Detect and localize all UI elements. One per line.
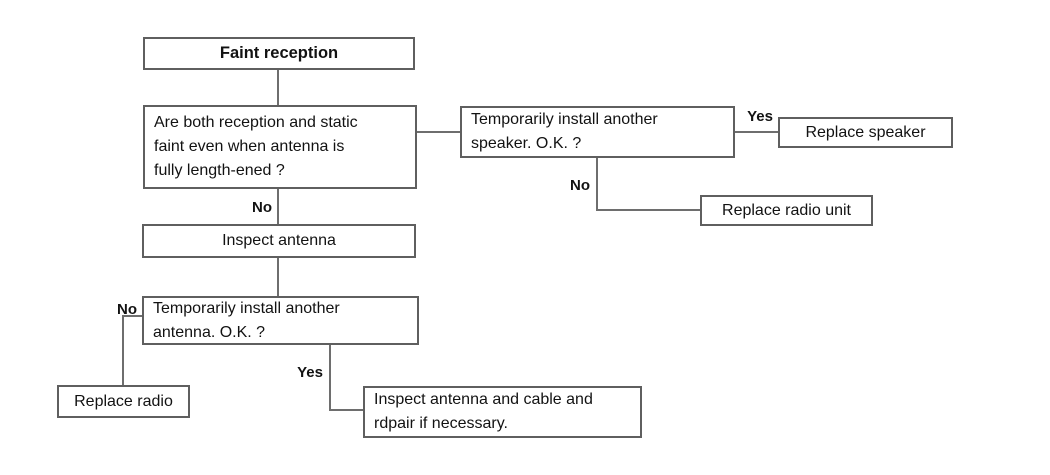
connector-question-to-speaker-test (417, 131, 460, 133)
node-faint-reception: Faint reception (143, 37, 415, 70)
node-inspect-antenna-cable: Inspect antenna and cable and rdpair if … (363, 386, 642, 438)
connector-inspect-to-antenna-test (277, 258, 279, 296)
connector-no-to-replace-radio-unit (596, 209, 700, 211)
node-replace-speaker: Replace speaker (778, 117, 953, 148)
node-question-reception-static: Are both reception and static faint even… (143, 105, 417, 189)
node-replace-radio-unit: Replace radio unit (700, 195, 873, 226)
node-temp-install-antenna: Temporarily install another antenna. O.K… (142, 296, 419, 345)
edge-label-antenna-yes: Yes (297, 364, 323, 381)
connector-antenna-no-stub (123, 315, 142, 317)
edge-label-reception-no: No (252, 199, 272, 216)
node-replace-radio: Replace radio (57, 385, 190, 418)
connector-yes-to-inspect-cable (329, 409, 363, 411)
edge-label-antenna-no: No (117, 301, 137, 318)
node-temp-install-speaker: Temporarily install another speaker. O.K… (460, 106, 735, 158)
connector-speaker-no-vertical (596, 158, 598, 211)
connector-antenna-no-vertical (122, 315, 124, 385)
connector-start-to-question (277, 70, 279, 105)
node-inspect-antenna: Inspect antenna (142, 224, 416, 258)
edge-label-speaker-no: No (570, 177, 590, 194)
connector-antenna-yes-vertical (329, 345, 331, 411)
connector-yes-to-replace-speaker (735, 131, 778, 133)
connector-question-no-to-inspect-antenna (277, 189, 279, 224)
edge-label-speaker-yes: Yes (747, 108, 773, 125)
